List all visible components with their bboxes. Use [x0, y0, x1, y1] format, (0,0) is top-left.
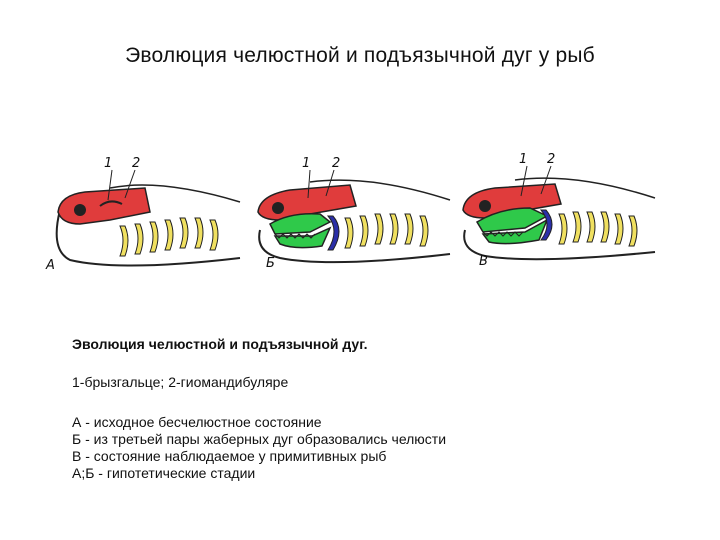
label-hyomandibular: 2 — [547, 152, 556, 167]
eye — [272, 202, 284, 214]
pointer-2 — [325, 169, 335, 197]
caption-line: Б - из третьей пары жаберных дуг образов… — [72, 431, 447, 447]
caption-block: Эволюция челюстной и подъязычной дуг. 1-… — [72, 336, 446, 482]
hyoid-arch — [326, 215, 340, 251]
gill-arches — [119, 217, 219, 257]
caption-line: А - исходное бесчелюстное состояние — [72, 414, 322, 430]
gill-arches — [558, 211, 638, 247]
spiracle — [99, 200, 123, 207]
body-outline — [258, 229, 451, 264]
pointer-2 — [124, 169, 136, 199]
hyoid-arch — [539, 209, 553, 241]
diagram-panel-b: 1 2 Б — [250, 140, 460, 280]
pointer-1 — [520, 165, 528, 197]
panel-letter-b: Б — [266, 256, 275, 271]
body-outline-top — [109, 184, 241, 203]
caption-heading: Эволюция челюстной и подъязычной дуг. — [72, 336, 368, 352]
eye — [74, 204, 86, 216]
pointer-2 — [540, 165, 552, 195]
panel-letter-c: В — [479, 254, 488, 269]
fish-head-drawing-c — [462, 165, 656, 261]
teeth — [274, 233, 316, 239]
label-hyomandibular: 2 — [132, 156, 141, 171]
diagram-panel-a: 1 2 А — [40, 140, 250, 280]
jaw-upper — [269, 212, 332, 235]
caption-line: В - состояние наблюдаемое у примитивных … — [72, 448, 387, 464]
diagram-panel-c: 1 2 В — [455, 140, 665, 280]
body-outline — [463, 229, 656, 261]
page-title: Эволюция челюстной и подъязычной дуг у р… — [125, 44, 595, 67]
caption-legend: 1-брызгальце; 2-гиомандибуляре — [72, 374, 289, 390]
panel-letter-a: А — [46, 258, 55, 273]
gill-arches — [344, 213, 429, 249]
fish-head-drawing-b — [257, 169, 451, 264]
label-spiracle: 1 — [519, 152, 528, 167]
body-outline — [55, 209, 241, 267]
pointer-1 — [107, 169, 113, 201]
fish-head-drawing-a — [55, 169, 241, 267]
label-hyomandibular: 2 — [332, 156, 341, 171]
eye — [479, 200, 491, 212]
label-spiracle: 1 — [104, 156, 113, 171]
jaw-upper — [475, 207, 549, 233]
teeth — [482, 231, 524, 237]
caption-line: А;Б - гипотетические стадии — [72, 465, 256, 481]
body-outline-top — [514, 177, 656, 199]
cranium — [57, 187, 151, 225]
label-spiracle: 1 — [302, 156, 311, 171]
jaw-lower — [481, 218, 549, 245]
pointer-1 — [307, 169, 311, 199]
body-outline-top — [309, 179, 451, 201]
